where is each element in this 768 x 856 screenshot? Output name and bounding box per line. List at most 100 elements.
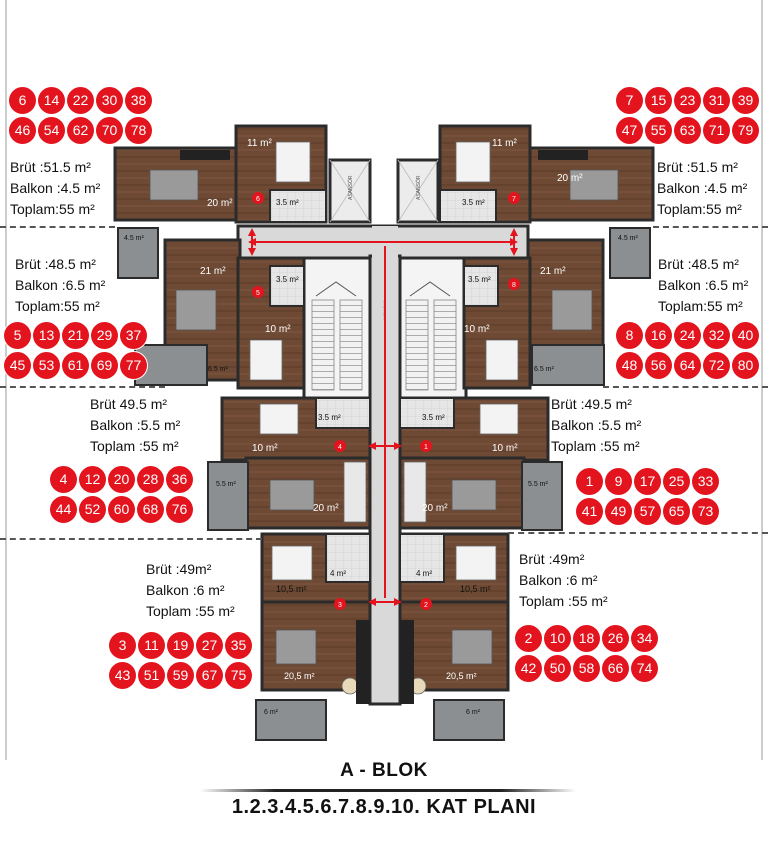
balkon-label: Balkon :5.5 m² (90, 417, 181, 433)
brut-label: Brüt :48.5 m² (658, 256, 739, 272)
d-left-bed-area: 10,5 m² (276, 584, 307, 594)
unit-number-badge: 24 (674, 322, 701, 349)
unit-number-badge: 16 (645, 322, 672, 349)
b-left-living-area: 21 m² (200, 266, 226, 277)
d-left-bath-area: 4 m² (330, 569, 346, 578)
unit-number-badge: 4 (50, 466, 77, 493)
balkon-label: Balkon :4.5 m² (10, 180, 101, 196)
unit-number-badge: 2 (515, 625, 542, 652)
unit-number-badge: 22 (67, 87, 94, 114)
toplam-label: Toplam:55 m² (15, 298, 100, 314)
unit-number-badge: 80 (732, 352, 759, 379)
toplam-label: Toplam :55 m² (146, 603, 235, 619)
a-right-bath-area: 3.5 m² (462, 198, 485, 207)
unit-d-left-info: Brüt :49m² Balkon :6 m² Toplam :55 m² (146, 559, 235, 622)
d-right-balcony-area: 6 m² (466, 709, 481, 716)
flat-marker-6 (252, 192, 264, 204)
flat-marker-4-label: 4 (338, 444, 342, 451)
balkon-label: Balkon :6 m² (519, 572, 598, 588)
unit-number-badge: 63 (674, 117, 701, 144)
a-right-balcony-area: 4.5 m² (618, 235, 639, 242)
separator-left-1 (0, 226, 115, 228)
flat-marker-3 (334, 598, 346, 610)
separator-left-2 (0, 386, 165, 388)
unit-number-badge: 57 (634, 498, 661, 525)
unit-number-badge: 65 (663, 498, 690, 525)
brut-label: Brüt :51.5 m² (10, 159, 91, 175)
unit-d-left: 4 m² 10,5 m² 20,5 m² 6 m² (255, 532, 372, 741)
c-right-bath-area: 3.5 m² (422, 413, 445, 422)
unit-number-badge: 44 (50, 496, 77, 523)
c-left-balcony-area: 5.5 m² (216, 481, 237, 488)
unit-number-badge: 69 (91, 352, 118, 379)
brut-label: Brüt :48.5 m² (15, 256, 96, 272)
unit-number-badge: 40 (732, 322, 759, 349)
unit-c-left: 3.5 m² 10 m² 20 m² 5.5 m² (207, 396, 372, 531)
flat-marker-1 (420, 440, 432, 452)
unit-number-badge: 76 (166, 496, 193, 523)
toplam-label: Toplam:55 m² (10, 201, 95, 217)
b-right-bath-area: 3.5 m² (468, 275, 491, 284)
circulation-arrows (248, 228, 518, 606)
floor-plan-title: 1.2.3.4.5.6.7.8.9.10. KAT PLANI (231, 796, 537, 818)
unit-number-badge: 43 (109, 662, 136, 689)
unit-number-badge: 68 (137, 496, 164, 523)
unit-number-badge: 9 (605, 468, 632, 495)
unit-c-right-info: Brüt :49.5 m² Balkon :5.5 m² Toplam :55 … (551, 394, 641, 457)
b-right-balcony-area: 6.5 m² (534, 366, 555, 373)
unit-number-badge: 54 (38, 117, 65, 144)
footer-divider (200, 789, 576, 792)
unit-number-badge: 11 (138, 632, 165, 659)
unit-c-right: 3.5 m² 10 m² 20 m² 5.5 m² (398, 396, 563, 531)
flat-marker-3-label: 3 (338, 602, 342, 609)
unit-a-right-info: Brüt :51.5 m² Balkon :4.5 m² Toplam:55 m… (657, 157, 747, 220)
flat-marker-1-label: 1 (424, 444, 428, 451)
unit-number-badge: 37 (120, 322, 147, 349)
a-right-bed-area: 11 m² (492, 138, 517, 149)
unit-number-badge: 1 (576, 468, 603, 495)
unit-number-badge: 39 (732, 87, 759, 114)
brut-label: Brüt :49m² (519, 551, 585, 567)
unit-number-badge: 14 (38, 87, 65, 114)
unit-number-badge: 33 (692, 468, 719, 495)
d-left-living-area: 20,5 m² (284, 671, 315, 681)
unit-number-badge: 28 (137, 466, 164, 493)
unit-number-badge: 32 (703, 322, 730, 349)
unit-number-badge: 17 (634, 468, 661, 495)
unit-number-badge: 26 (602, 625, 629, 652)
unit-number-badge: 52 (79, 496, 106, 523)
stairwell-right (398, 256, 468, 400)
flat-marker-5 (252, 286, 264, 298)
unit-number-badge: 62 (67, 117, 94, 144)
unit-number-badge: 34 (631, 625, 658, 652)
brut-label: Brüt :49.5 m² (551, 396, 632, 412)
a-left-bath-area: 3.5 m² (276, 198, 299, 207)
toplam-label: Toplam :55 m² (90, 438, 179, 454)
elevator-right-label: ASANSÖR (415, 175, 422, 200)
c-left-bath-area: 3.5 m² (318, 413, 341, 422)
unit-number-badge: 61 (62, 352, 89, 379)
unit-number-badge: 46 (9, 117, 36, 144)
unit-number-badge: 3 (109, 632, 136, 659)
unit-a-left: 11 m² 20 m² 3.5 m² 4.5 m² (113, 124, 328, 279)
unit-number-badge: 72 (703, 352, 730, 379)
b-left-bath-area: 3.5 m² (276, 275, 299, 284)
unit-number-badge: 51 (138, 662, 165, 689)
unit-number-badge: 38 (125, 87, 152, 114)
c-left-bed-area: 10 m² (252, 443, 278, 454)
balkon-label: Balkon :6 m² (146, 582, 225, 598)
toplam-label: Toplam:55 m² (658, 298, 743, 314)
unit-number-badge: 31 (703, 87, 730, 114)
unit-number-badge: 35 (225, 632, 252, 659)
unit-number-badge: 59 (167, 662, 194, 689)
d-right-living-area: 20,5 m² (446, 671, 477, 681)
unit-number-badge: 75 (225, 662, 252, 689)
unit-number-badge: 5 (4, 322, 31, 349)
c-right-balcony-area: 5.5 m² (528, 481, 549, 488)
flat-marker-7 (508, 192, 520, 204)
flat-marker-8 (508, 278, 520, 290)
